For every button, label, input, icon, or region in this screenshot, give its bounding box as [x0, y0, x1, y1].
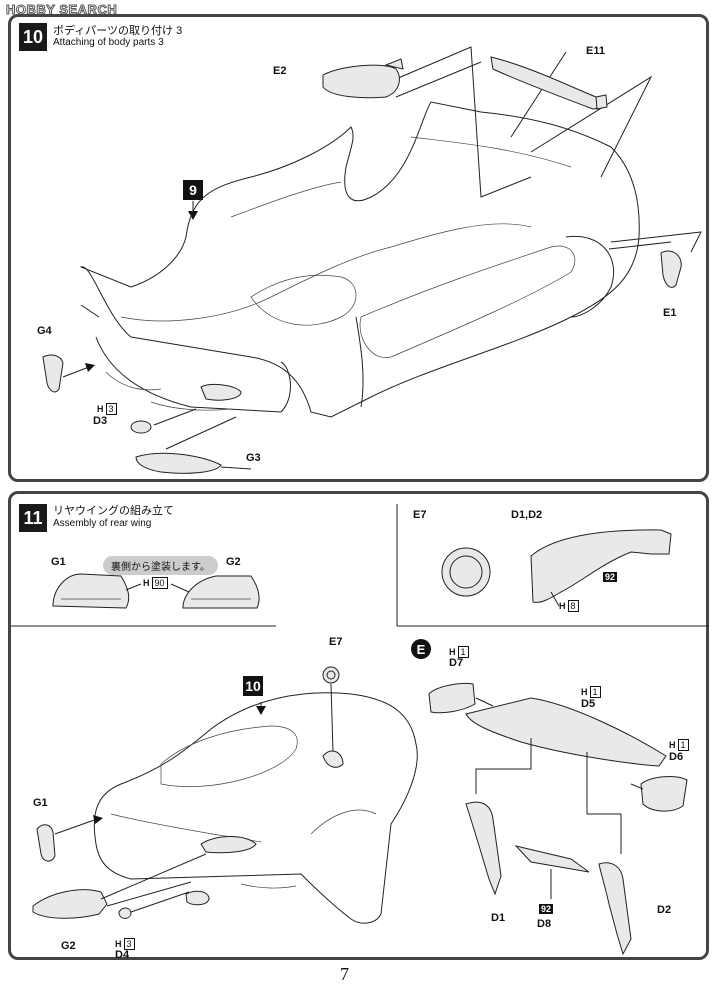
label-d1-d2: D1,D2	[511, 509, 543, 521]
label-g3: G3	[246, 452, 261, 464]
part-d3-shape	[130, 420, 152, 434]
label-g4: G4	[37, 325, 52, 337]
step-10-panel: 10 ボディパーツの取り付け 3 Attaching of body parts…	[8, 14, 709, 482]
label-d8: D8	[537, 918, 552, 930]
label-d6: D6	[669, 751, 684, 763]
label-g1: G1	[51, 556, 66, 568]
paint-code-92a: 92	[603, 572, 618, 582]
label-d5: D5	[581, 698, 596, 710]
label-d2: D2	[657, 904, 672, 916]
watermark: HOBBY SEARCH	[5, 2, 118, 18]
label-g2-big: G2	[61, 940, 76, 952]
step-title-jp: リヤウイングの組み立て	[53, 505, 174, 517]
label-d7: D7	[449, 657, 464, 669]
step-11-panel: 11 リヤウイングの組み立て Assembly of rear wing	[8, 491, 709, 961]
label-d1: D1	[491, 912, 506, 924]
label-g1-big: G1	[33, 797, 48, 809]
step-title-en: Attaching of body parts 3	[53, 37, 164, 48]
body-illustration-step11	[11, 504, 709, 956]
label-g2: G2	[226, 556, 241, 568]
step-title-jp: ボディパーツの取り付け 3	[53, 25, 183, 37]
label-d4: D4	[115, 949, 130, 961]
step-ref-badge: 9	[183, 180, 203, 200]
page-number: 7	[340, 964, 349, 984]
step-number: 11	[19, 504, 47, 532]
step-title-en: Assembly of rear wing	[53, 518, 152, 529]
paint-note: 裏側から塗装します。	[103, 556, 218, 575]
step-number: 10	[19, 23, 47, 51]
label-d3: D3	[93, 415, 108, 427]
label-e7: E7	[413, 509, 427, 521]
label-e1: E1	[663, 307, 677, 319]
label-e7-car: E7	[329, 636, 343, 648]
step-ref-badge: 10	[243, 676, 263, 696]
subassembly-e-badge: E	[411, 639, 431, 659]
label-e2: E2	[273, 65, 287, 77]
part-e2-shape	[322, 64, 400, 99]
label-e11: E11	[586, 45, 605, 57]
body-illustration-step10	[42, 46, 702, 474]
paint-code-92b: 92	[539, 904, 554, 914]
